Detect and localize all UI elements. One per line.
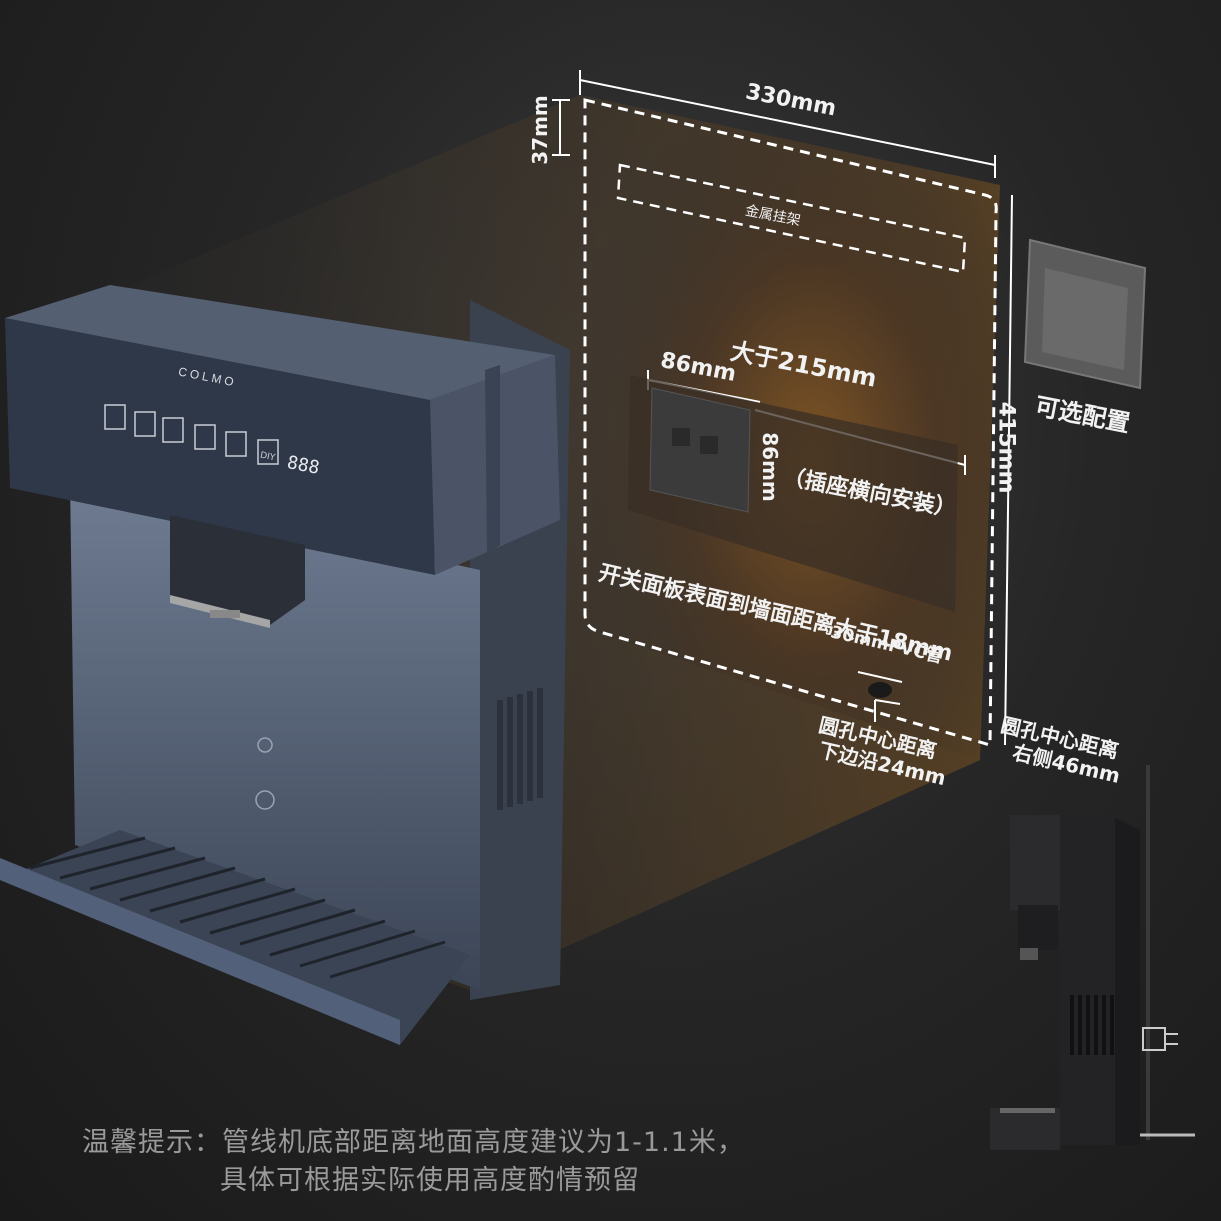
socket-height-label: 86mm	[757, 432, 782, 502]
top-gap-label: 37mm	[527, 95, 552, 165]
socket-box	[628, 375, 958, 612]
side-view-dispenser	[990, 765, 1195, 1150]
drip-tray-grille	[29, 836, 446, 979]
tip-line-1: 温馨提示：管线机底部距离地面高度建议为1-1.1米，	[82, 1127, 745, 1158]
tip-line-2: 具体可根据实际使用高度酌情预留	[220, 1165, 640, 1196]
height-label: 415mm	[993, 401, 1019, 494]
pvc-hole	[868, 682, 892, 698]
wall-outline	[583, 98, 998, 747]
optional-switch-icon	[1023, 238, 1147, 390]
water-dispenser	[0, 285, 570, 1045]
